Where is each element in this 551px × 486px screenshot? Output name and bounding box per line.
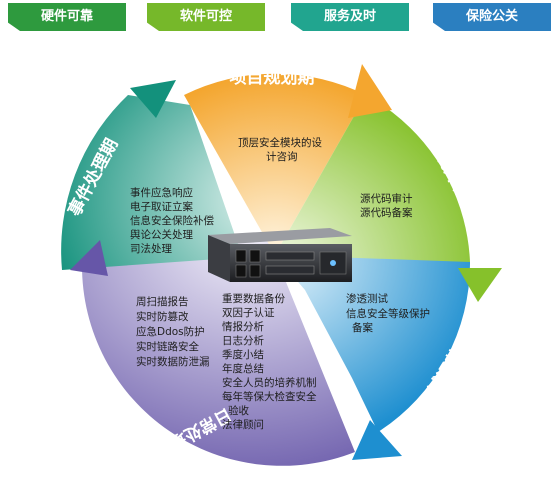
event-item: 舆论公关处理 — [130, 228, 193, 241]
tab-hardware-reliable[interactable]: 硬件可靠 — [8, 3, 126, 31]
tab-label: 软件可控 — [179, 9, 232, 24]
daily-item: 法律顾问 — [222, 418, 264, 431]
testing-item: 备案 — [352, 321, 373, 334]
arrow-head-event — [130, 80, 176, 118]
daily-item: 实时数据防泄漏 — [136, 355, 210, 368]
tab-label: 保险公关 — [465, 9, 518, 24]
daily-item: 周扫描报告 — [136, 295, 189, 308]
event-item: 事件应急响应 — [130, 186, 193, 199]
arrow-head-daily — [70, 240, 108, 276]
segment-daily — [81, 232, 355, 466]
planning-item: 顶层安全模块的设 — [238, 136, 322, 149]
segment-event — [61, 95, 275, 270]
arrow-head-development — [458, 268, 502, 302]
planning-item: 计咨询 — [266, 150, 298, 163]
tab-service-timely[interactable]: 服务及时 — [291, 3, 409, 31]
server-image — [208, 228, 352, 282]
segment-planning — [184, 73, 366, 255]
daily-item: 实时链路安全 — [136, 340, 199, 353]
daily-item: 应急Ddos防护 — [136, 325, 205, 338]
event-item: 司法处理 — [130, 242, 172, 255]
daily-item: 每年等保大检查安全 — [222, 390, 317, 403]
testing-item: 信息安全等级保护 — [346, 307, 430, 320]
event-item: 电子取证立案 — [130, 200, 193, 213]
daily-item: 实时防篡改 — [136, 310, 189, 323]
testing-item: 渗透测试 — [346, 292, 388, 305]
phase-title-planning: 项目规划期 — [230, 67, 315, 88]
daily-item: 日志分析 — [222, 334, 264, 347]
development-item: 源代码审计 — [360, 192, 413, 205]
event-item: 信息安全保险补偿 — [130, 214, 214, 227]
daily-item: 验收 — [228, 404, 249, 417]
daily-item: 情报分析 — [222, 320, 264, 333]
daily-item: 安全人员的培养机制 — [222, 376, 317, 389]
daily-item: 年度总结 — [222, 362, 264, 375]
segment-development — [275, 95, 470, 268]
tab-label: 服务及时 — [323, 9, 376, 24]
arrow-head-planning — [348, 64, 392, 118]
daily-items-left: 周扫描报告 实时防篡改 应急Ddos防护 实时链路安全 实时数据防泄漏 — [136, 295, 210, 368]
daily-item: 重要数据备份 — [222, 292, 285, 305]
daily-item: 季度小结 — [222, 348, 264, 361]
daily-items-right: 重要数据备份 双因子认证 情报分析 日志分析 季度小结 年度总结 安全人员的培养… — [222, 292, 317, 431]
segment-testing — [275, 255, 471, 432]
tab-software-controllable[interactable]: 软件可控 — [147, 3, 265, 31]
tab-insurance-pr[interactable]: 保险公关 — [433, 3, 551, 31]
arrow-head-testing — [352, 420, 402, 460]
tab-label: 硬件可靠 — [40, 9, 93, 24]
daily-item: 双因子认证 — [222, 306, 275, 319]
development-item: 源代码备案 — [360, 206, 413, 219]
